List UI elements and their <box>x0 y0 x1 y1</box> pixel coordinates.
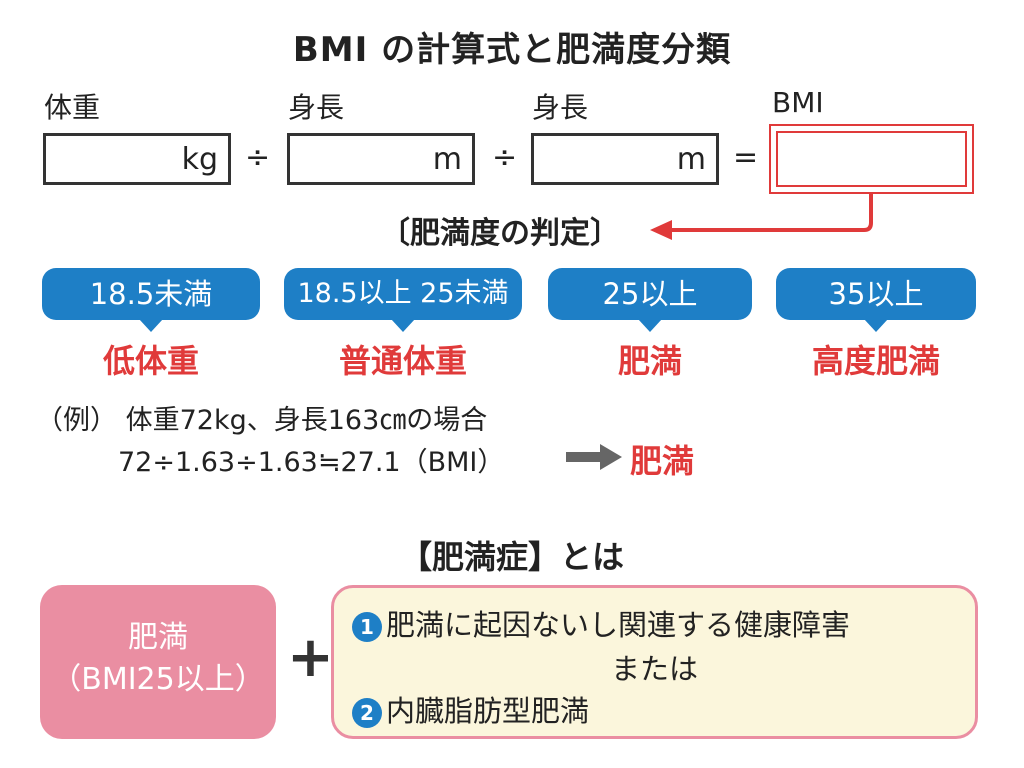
bmi-result-box <box>769 124 974 194</box>
category-range-pill: 35以上 <box>776 268 976 332</box>
category-range-pill: 18.5未満 <box>42 268 260 332</box>
obesity-disease-heading: 【肥満症】とは <box>399 538 624 576</box>
bmi-result-inner-border <box>776 131 967 187</box>
weight-label: 体重 <box>44 91 101 124</box>
category-name: 高度肥満 <box>811 342 940 380</box>
bmi-label: BMI <box>772 86 824 119</box>
number-badge-2: 2 <box>352 698 382 728</box>
category-range-pill: 18.5以上 25未満 <box>284 268 522 332</box>
diagram-title: BMI の計算式と肥満度分類 <box>292 30 732 70</box>
obesity-condition-line-2: （BMI25以上） <box>51 662 265 697</box>
height-label-2: 身長 <box>532 91 589 124</box>
category-name: 普通体重 <box>338 342 467 380</box>
weight-input-box: kg <box>43 133 231 185</box>
red-arrow-icon <box>650 194 873 240</box>
unit-kg: kg <box>181 142 218 177</box>
height-input-box-2: m <box>531 133 719 185</box>
height-label-1: 身長 <box>288 91 345 124</box>
example-line-1: （例） 体重72kg、身長163㎝の場合 <box>36 405 488 436</box>
obesity-condition-box: 肥満 （BMI25以上） <box>40 585 276 739</box>
criteria-or-text: または <box>610 652 698 686</box>
example-line-2: 72÷1.63÷1.63≒27.1（BMI） <box>118 447 505 478</box>
equals-operator: = <box>733 140 759 175</box>
category-range-pill: 25以上 <box>548 268 752 332</box>
divide-operator-2: ÷ <box>492 140 518 175</box>
example-result: 肥満 <box>630 442 695 480</box>
criteria-item-1-text: 肥満に起因ないし関連する健康障害 <box>386 608 851 642</box>
criteria-item-2-text: 内臓脂肪型肥満 <box>386 694 590 728</box>
height-input-box-1: m <box>287 133 475 185</box>
divide-operator-1: ÷ <box>245 140 271 175</box>
category-name: 肥満 <box>617 342 682 380</box>
obesity-condition-line-1: 肥満 <box>128 620 188 655</box>
gray-arrow-icon <box>566 444 622 470</box>
plus-sign: + <box>287 625 334 690</box>
judgement-label: 〔肥満度の判定〕 <box>380 216 620 251</box>
category-name: 低体重 <box>102 342 199 380</box>
unit-m-1: m <box>432 142 462 177</box>
unit-m-2: m <box>676 142 706 177</box>
number-badge-1: 1 <box>352 612 382 642</box>
